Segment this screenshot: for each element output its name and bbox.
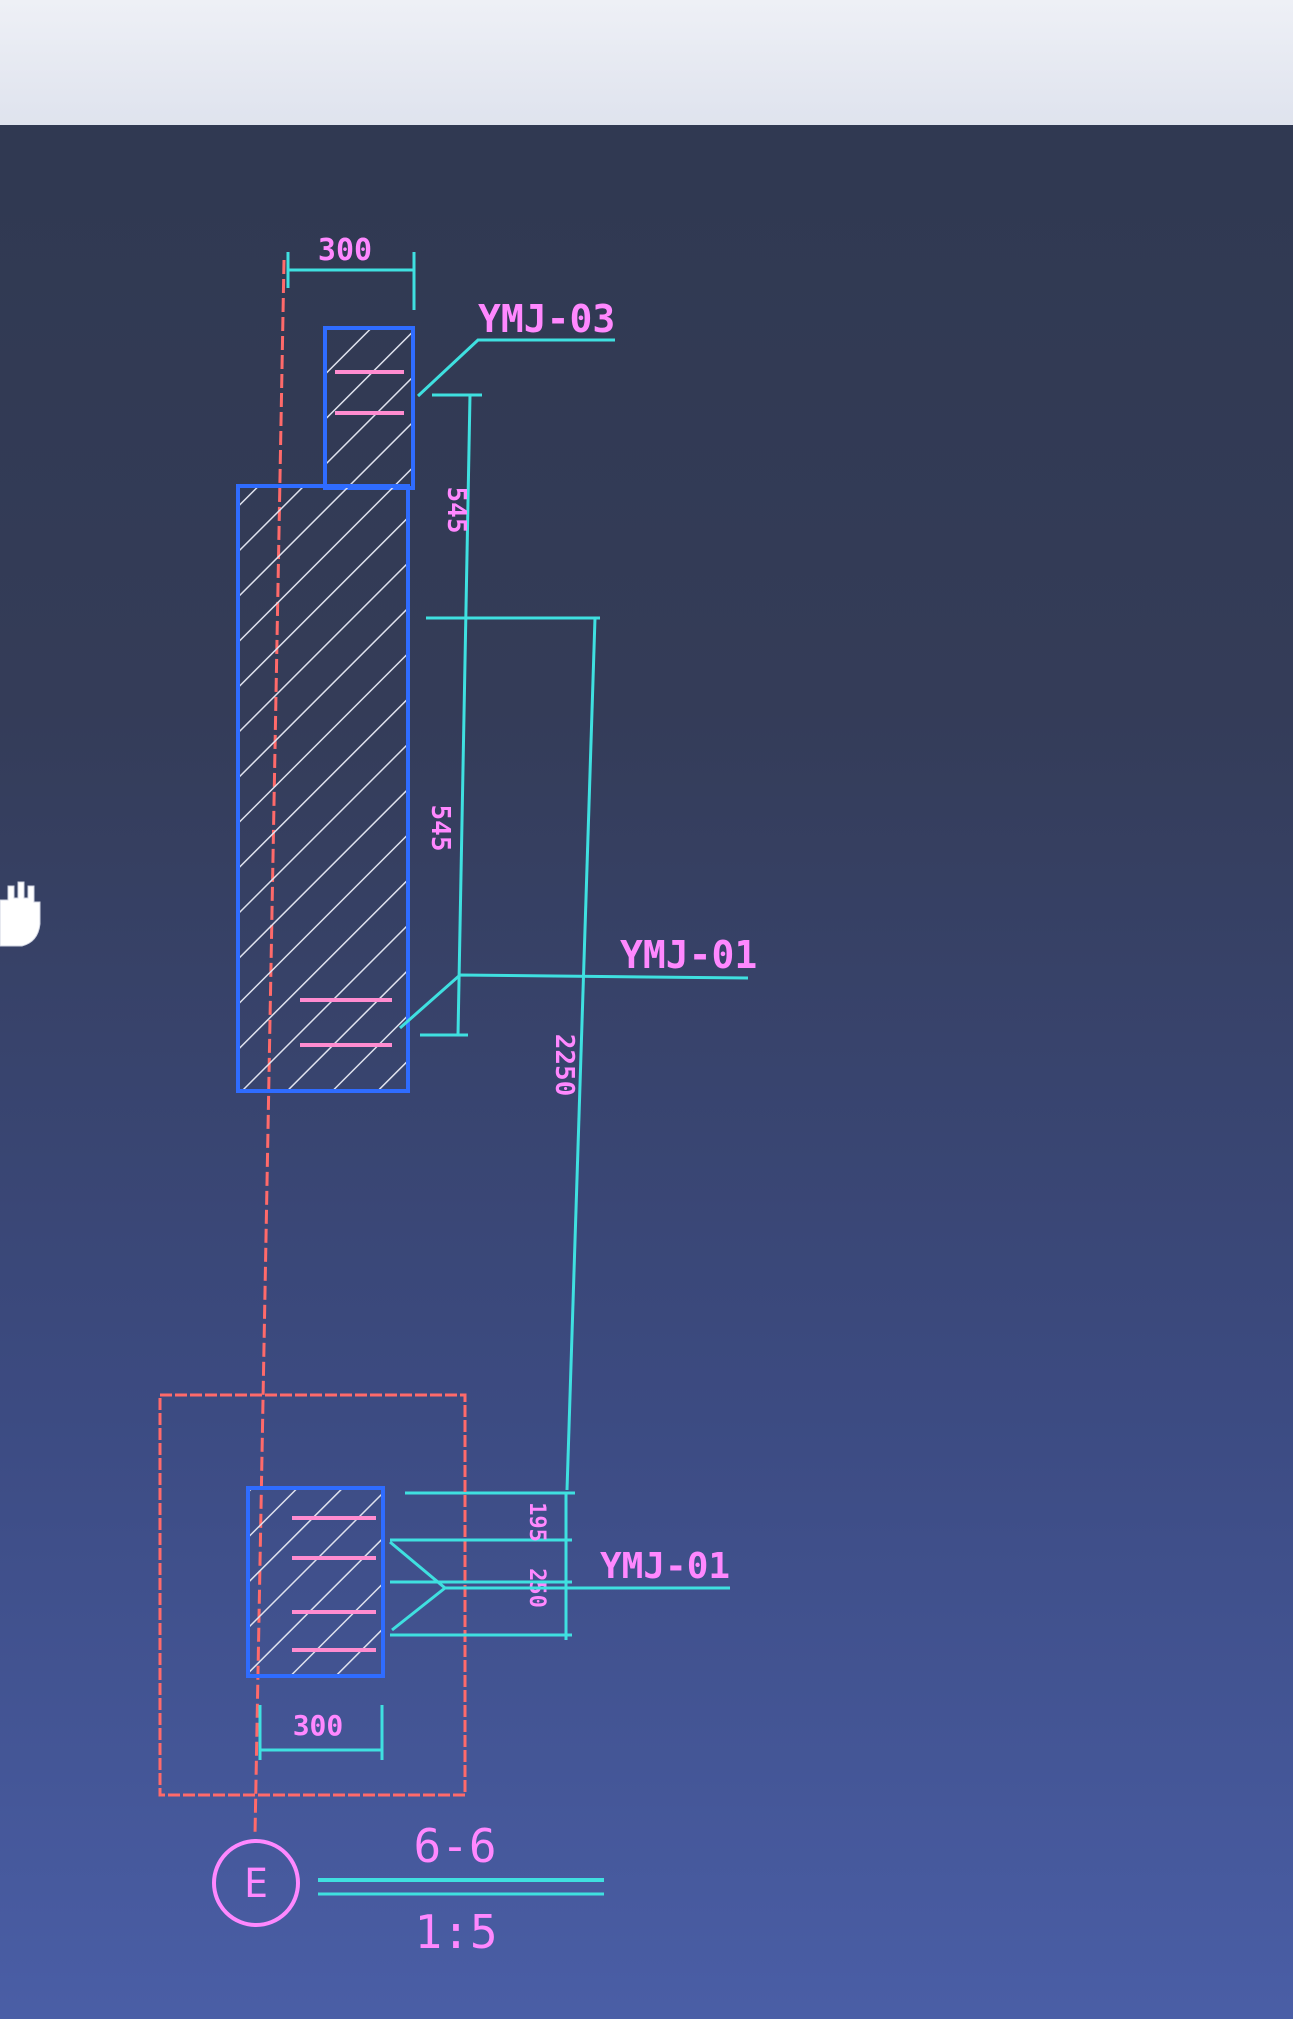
dim-span-vertical — [565, 617, 597, 1491]
dim-span-height: 2250 — [549, 1034, 579, 1097]
leader-ymj-01-bottom — [389, 1540, 448, 1632]
section-scale: 1:5 — [414, 1905, 497, 1959]
dim-bottom-width: 300 — [293, 1709, 344, 1742]
tag-ymj-01-bottom: YMJ-01 — [600, 1546, 730, 1587]
axis-bubble — [212, 1839, 300, 1927]
dim-lower-beam-height: 545 — [425, 805, 455, 852]
footing-outline — [158, 1393, 467, 1797]
dim-upper-beam-height: 545 — [441, 487, 471, 534]
dim-bottom-upper: 195 — [524, 1502, 549, 1542]
main-beam-outline — [236, 484, 410, 1093]
tag-ymj-03: YMJ-03 — [478, 297, 615, 341]
leader-ymj-01-mid — [399, 973, 749, 1030]
tag-ymj-01-mid: YMJ-01 — [620, 933, 757, 977]
upper-column-outline — [323, 326, 415, 490]
window-title-bar — [0, 0, 1293, 125]
pan-hand-icon — [0, 881, 41, 947]
leader-ymj-03 — [416, 338, 615, 398]
dim-top-width: 300 — [318, 233, 372, 268]
dim-upper-vertical — [456, 394, 472, 1036]
axis-marker-label: E — [244, 1861, 268, 1907]
section-name: 6-6 — [413, 1819, 496, 1873]
cad-drawing-canvas[interactable]: 300 YMJ-03 545 545 YMJ-01 2250 195 250 — [0, 110, 1293, 2019]
section-drawing: 300 YMJ-03 545 545 YMJ-01 2250 195 250 — [158, 233, 757, 1959]
